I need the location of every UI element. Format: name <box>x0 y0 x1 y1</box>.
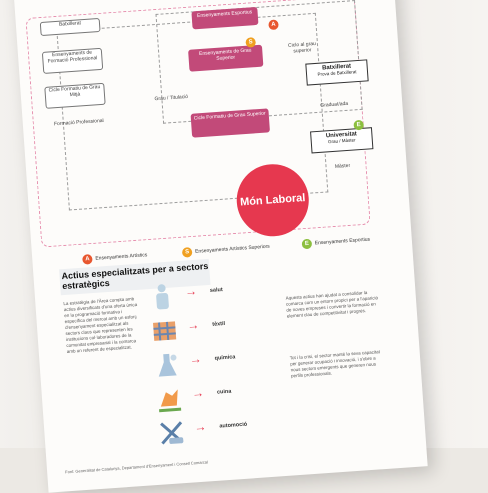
legend-s-dot: S <box>181 247 193 258</box>
section-right-text-1: Aquests actius han ajudat a consolidar l… <box>285 289 379 319</box>
mon-laboral-label: Món Laboral <box>239 191 306 209</box>
sector-salut: salut <box>209 286 223 294</box>
arrow-salut: → <box>184 283 198 299</box>
page-footer: Font: Generalitat de Catalunya, Departam… <box>65 459 209 475</box>
legend-item-a: A Ensenyaments Artístics <box>82 250 148 265</box>
flow-box-universitat: Universitat Grau / Màster <box>310 127 374 154</box>
section-left-text: La estratègia de l'Àrea compta amb actiu… <box>63 296 138 355</box>
tools-icon <box>160 421 184 445</box>
sector-textil: tèxtil <box>212 320 226 328</box>
arrow-textil: → <box>186 317 200 333</box>
flow-box-batx-right: Batxillerat Prova de Batxillerat <box>305 59 369 86</box>
textile-icon <box>153 321 177 341</box>
legend-item-s: S Ensenyaments Artístics Superiors <box>181 242 270 258</box>
flow-box-cfgm: Cicle Formatiu de Grau Mitjà <box>44 82 106 109</box>
brochure-page: Batxillerat Ensenyaments de Formació Pro… <box>12 0 428 493</box>
flask-icon <box>158 353 177 377</box>
legend-e-label: Ensenyaments Esportius <box>314 236 371 247</box>
section-right-text-2: Tot i la crisi, el sector manté la seva … <box>289 349 381 379</box>
sector-automocio: automoció <box>219 421 248 430</box>
arrow-quimica: → <box>189 351 203 367</box>
arrow-cuina: → <box>191 385 205 401</box>
legend-s-label: Ensenyaments Artístics Superiors <box>194 243 270 255</box>
legend-item-e: E Ensenyaments Esportius <box>301 235 371 250</box>
legend-a-dot: A <box>82 254 93 265</box>
legend-e-dot: E <box>301 238 313 250</box>
flow-box-fp: Ensenyaments de Formació Professional <box>41 47 104 74</box>
arrow-automocio: → <box>193 419 207 435</box>
legend-a-label: Ensenyaments Artístics <box>95 252 148 262</box>
person-icon <box>156 284 169 310</box>
sector-cuina: cuina <box>216 388 232 396</box>
sector-quimica: química <box>214 354 236 362</box>
food-icon <box>159 389 182 413</box>
